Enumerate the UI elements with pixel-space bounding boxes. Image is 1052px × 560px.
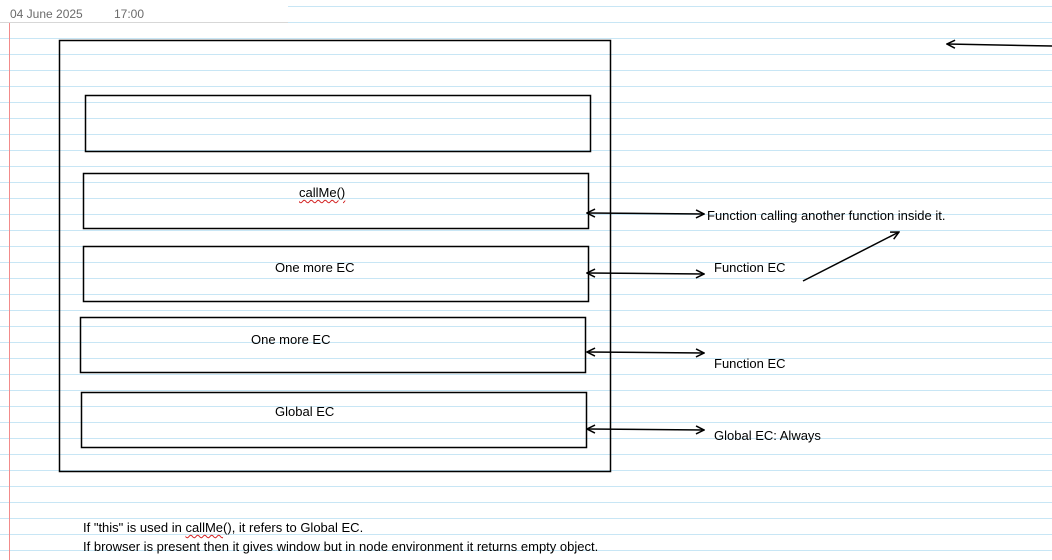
annotation-function-ec-2: Function EC xyxy=(714,356,786,371)
annotation-function-ec-1: Function EC xyxy=(714,260,786,275)
note-this-keyword: If "this" is used in callMe(), it refers… xyxy=(83,520,363,535)
page-time: 17:00 xyxy=(114,7,145,21)
top-right-pointer-arrow xyxy=(947,44,1052,46)
annotation-global-ec: Global EC: Always xyxy=(714,428,821,443)
frame-label-global-ec: Global EC xyxy=(275,404,335,419)
arrow-callme xyxy=(587,213,704,214)
note-this-term: callMe xyxy=(185,520,224,535)
frame-label-function-ec-1: One more EC xyxy=(275,260,355,275)
empty-stack-frame xyxy=(84,94,592,153)
note-environment: If browser is present then it gives wind… xyxy=(83,539,599,554)
frame-label-callme: callMe() xyxy=(299,185,346,200)
note-this-prefix: If "this" is used in xyxy=(83,520,186,535)
annotation-callme: Function calling another function inside… xyxy=(707,208,946,223)
stack-frame-callme xyxy=(82,172,590,230)
stack-frame-global-ec xyxy=(80,391,588,449)
call-stack-container xyxy=(58,39,612,473)
page-header: 04 June 2025 17:00 xyxy=(0,0,288,23)
arrow-function-ec-1 xyxy=(587,273,704,274)
stack-frame-function-ec-2 xyxy=(79,316,587,374)
page-margin-line xyxy=(9,0,10,560)
diagonal-pointer-arrow xyxy=(802,232,899,282)
frame-label-function-ec-2: One more EC xyxy=(251,332,331,347)
note-this-suffix: (), it refers to Global EC. xyxy=(223,520,364,535)
arrow-function-ec-2 xyxy=(587,352,704,353)
arrow-global-ec xyxy=(587,429,704,430)
page-date: 04 June 2025 xyxy=(10,7,83,21)
